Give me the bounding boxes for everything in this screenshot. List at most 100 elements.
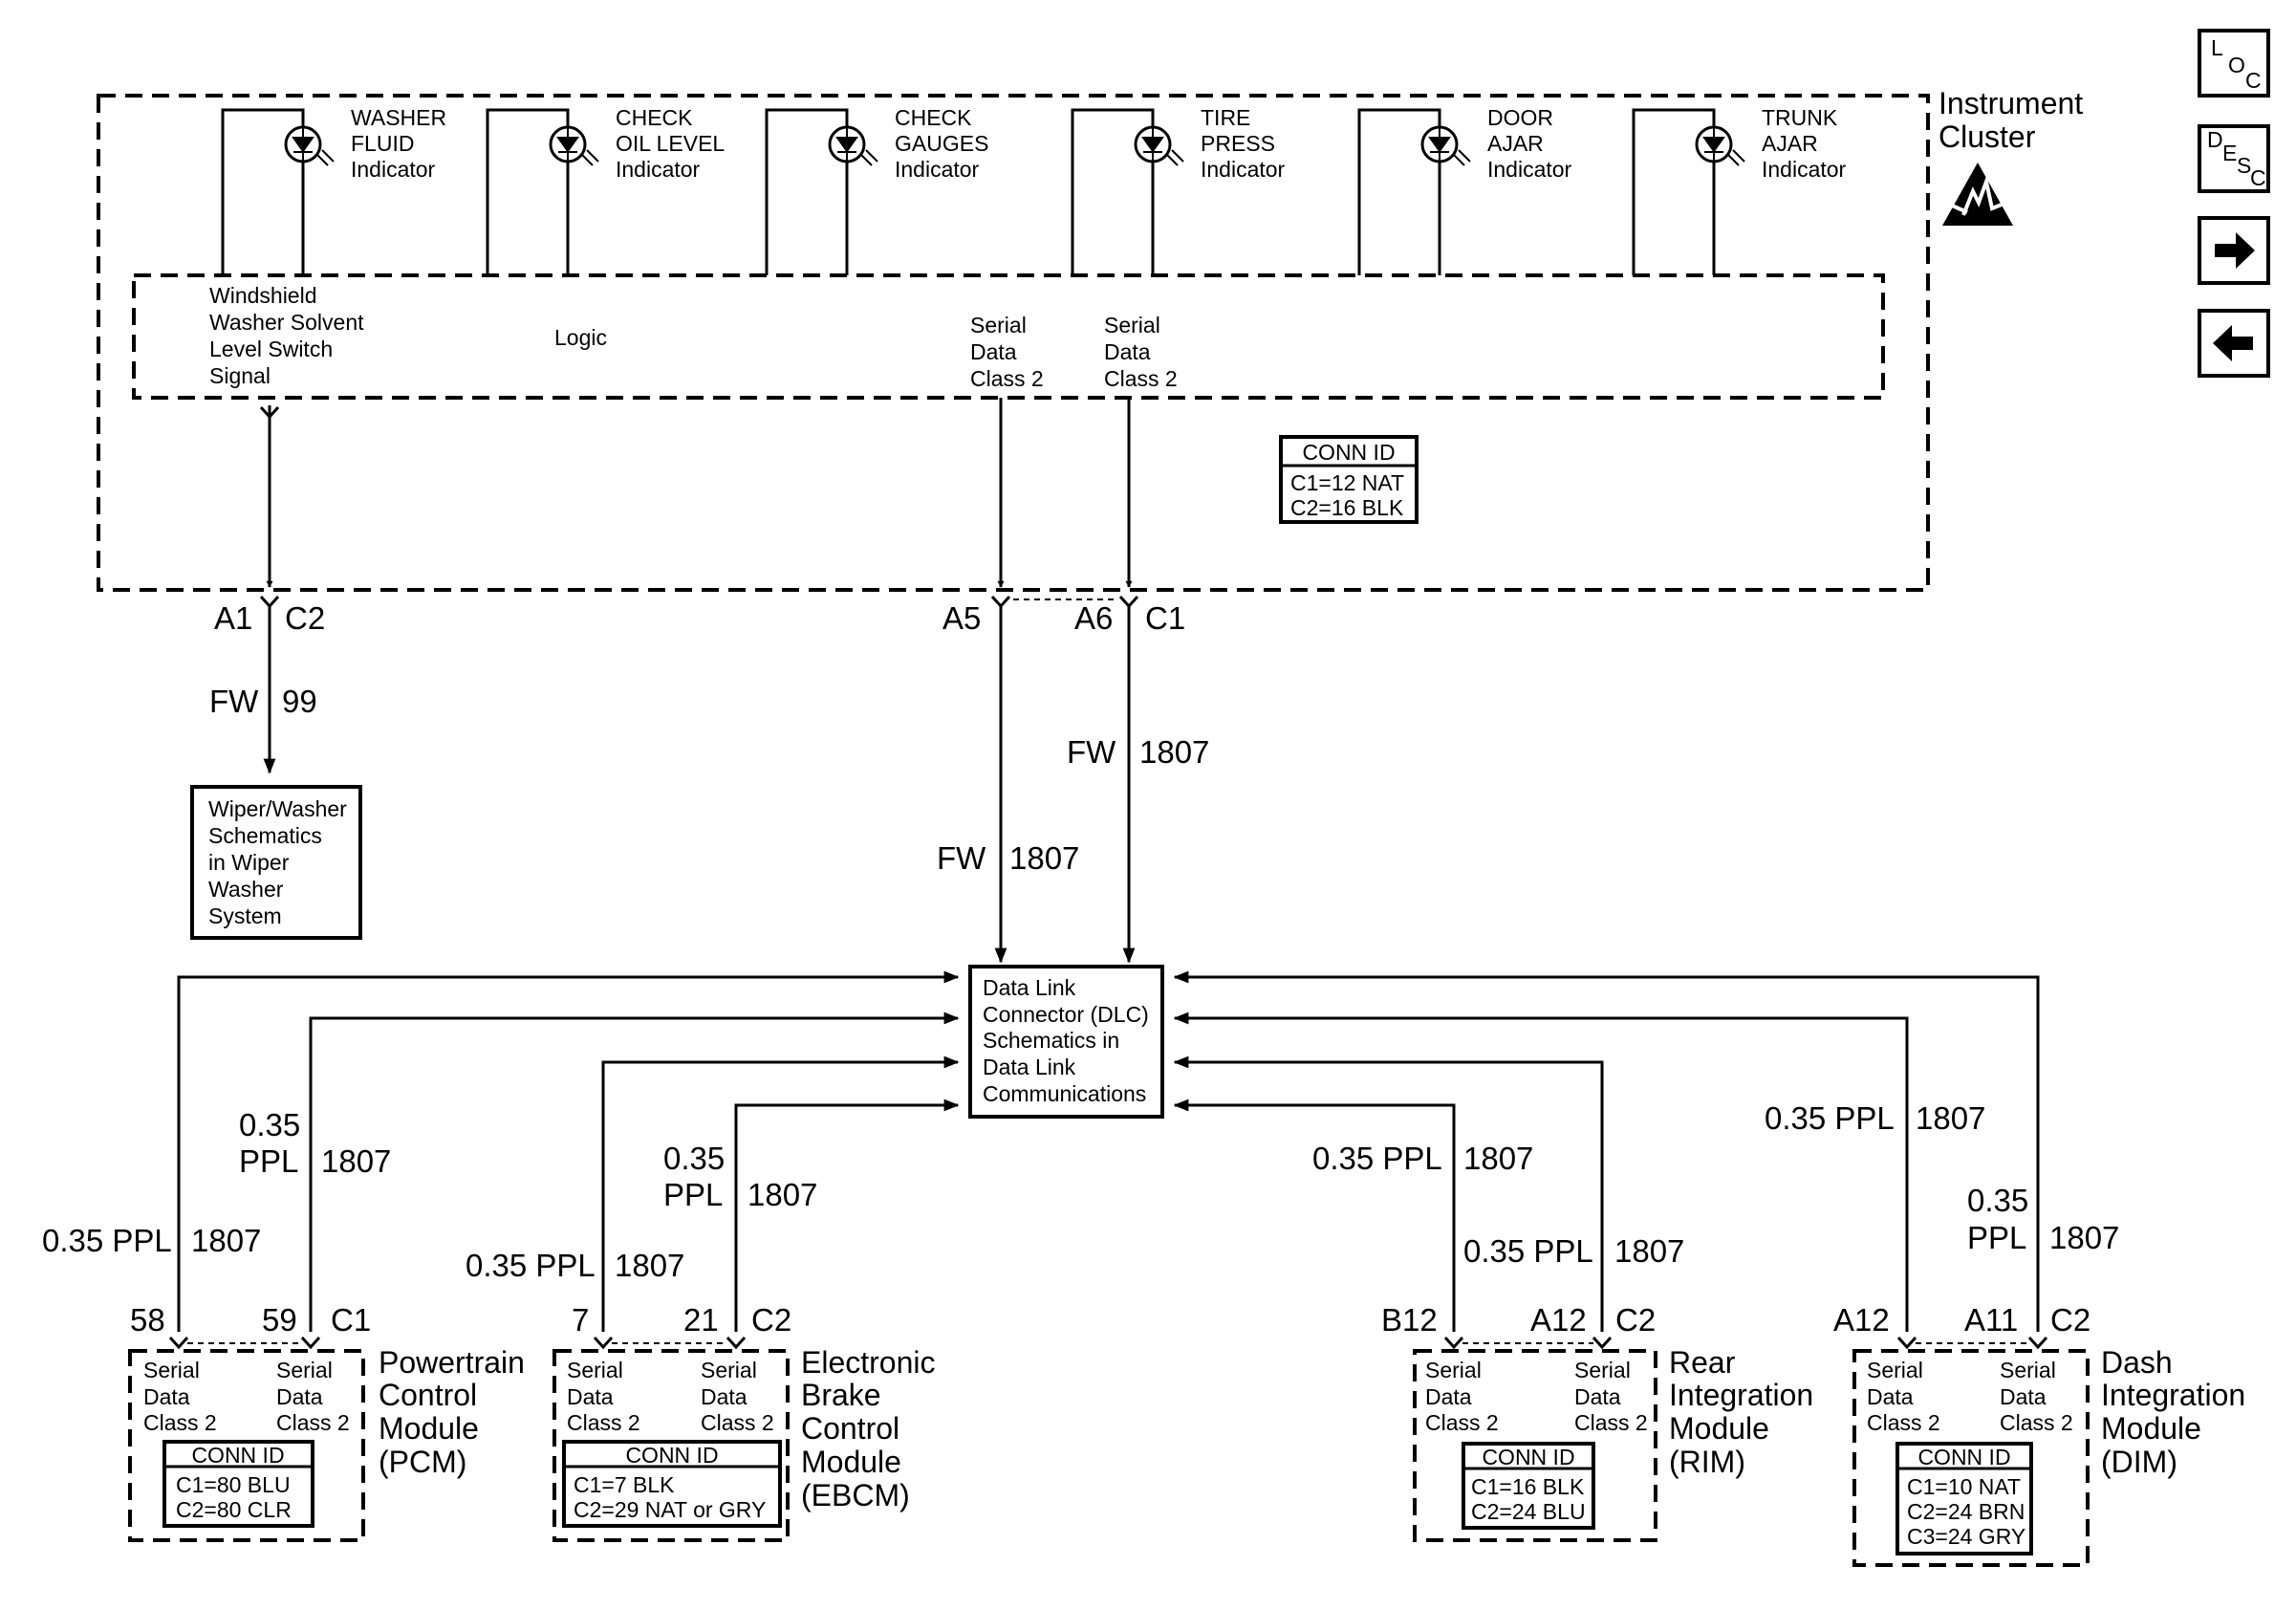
- serial-data-label: Serial: [2000, 1358, 2056, 1382]
- ebcm-left-wire-circuit: 1807: [615, 1248, 684, 1283]
- conn-id-line: C1=16 BLK: [1471, 1474, 1585, 1499]
- desc-letter-c: C: [2250, 165, 2266, 190]
- serial-data-label: Serial: [567, 1358, 623, 1382]
- desc-letter-d: D: [2207, 127, 2223, 152]
- serial-data-label: Class 2: [2000, 1410, 2073, 1435]
- wire-circuit-label: 99: [282, 684, 317, 719]
- indicator-label: PRESS: [1201, 131, 1275, 156]
- wiper-ref-text: Wiper/Washer: [208, 796, 347, 821]
- dim-module-name: Integration: [2101, 1378, 2245, 1412]
- rim-right-wire-size: 0.35 PPL: [1463, 1233, 1593, 1269]
- serial-data-label: Data: [2000, 1384, 2047, 1409]
- indicator-label: CHECK: [616, 105, 693, 130]
- indicator-label: AJAR: [1487, 131, 1544, 156]
- pin-label: A12: [1530, 1302, 1587, 1338]
- ebcm-right-wire: [734, 1099, 960, 1332]
- dim-left-wire-circuit: 1807: [1916, 1100, 1985, 1136]
- conn-id-title: CONN ID: [191, 1443, 284, 1468]
- serial-data-label-a6: Serial: [1104, 313, 1160, 337]
- led-indicator-icon: [828, 125, 878, 166]
- indicator-label: GAUGES: [895, 131, 988, 156]
- dim-right-wire: [1173, 970, 2040, 1332]
- indicator-label: TRUNK: [1762, 105, 1838, 130]
- wire-circuit-label: 1807: [1139, 734, 1209, 770]
- pcm-module-name: Module: [379, 1411, 479, 1446]
- pin-label: 7: [572, 1302, 589, 1338]
- arrow-left-icon: [2213, 325, 2253, 361]
- serial-data-label-a5: Data: [970, 339, 1017, 364]
- serial-data-label: Data: [1867, 1384, 1914, 1409]
- serial-data-label: Data: [701, 1384, 747, 1409]
- rim-module-name: Integration: [1669, 1378, 1813, 1412]
- pcm-module-name: (PCM): [379, 1445, 466, 1479]
- indicator-label: AJAR: [1762, 131, 1818, 156]
- indicator-label: DOOR: [1487, 105, 1553, 130]
- rim-module-name: (RIM): [1669, 1445, 1745, 1479]
- led-indicator-icon: [1695, 125, 1745, 166]
- conn-id-line: C1=7 BLK: [574, 1472, 675, 1497]
- washer-signal-label: Windshield: [209, 283, 317, 308]
- instrument-cluster: Instrument Cluster WASHERFLUIDIndicatorC…: [97, 86, 2083, 592]
- connector-a1: A1 C2: [214, 595, 325, 636]
- ebcm-module: 7 21 C2 Serial Data Class 2 Serial Data …: [552, 1302, 936, 1542]
- washer-signal-label: Signal: [209, 363, 271, 388]
- serial-data-label: Data: [567, 1384, 614, 1409]
- indicator-label: CHECK: [895, 105, 972, 130]
- dim-module: A12 A11 C2 Serial Data Class 2 Serial Da…: [1833, 1302, 2245, 1567]
- serial-data-label-a6: Data: [1104, 339, 1151, 364]
- loc-letter-c: C: [2245, 68, 2262, 93]
- conn-id-line: C2=16 BLK: [1290, 495, 1404, 520]
- dlc-ref-text: Data Link: [983, 1055, 1076, 1079]
- pin-label-a1: A1: [214, 600, 252, 636]
- pcm-right-wire: [309, 1012, 960, 1332]
- serial-data-label: Data: [1574, 1384, 1621, 1409]
- serial-data-label: Class 2: [1574, 1410, 1648, 1435]
- wire-color-label: FW: [937, 840, 986, 876]
- indicator-label: Indicator: [616, 157, 701, 182]
- pin-label: 59: [262, 1302, 297, 1338]
- dim-module-name: (DIM): [2101, 1445, 2177, 1479]
- serial-data-label: Class 2: [1867, 1410, 1940, 1435]
- ebcm-module-name: Control: [801, 1411, 899, 1446]
- pcm-conn-id-table: CONN ID C1=80 BLU C2=80 CLR: [162, 1440, 314, 1528]
- loc-button[interactable]: L O C: [2198, 29, 2270, 98]
- serial-data-label: Serial: [701, 1358, 757, 1382]
- serial-data-label: Data: [143, 1384, 190, 1409]
- wire-circuit-label: 1807: [1009, 840, 1079, 876]
- pcm-right-wire-size: 0.35: [239, 1107, 300, 1142]
- desc-button[interactable]: D E S C: [2198, 124, 2270, 193]
- next-page-button[interactable]: [2198, 216, 2270, 285]
- conn-id-title: CONN ID: [1302, 440, 1395, 465]
- led-indicator-icon: [549, 125, 599, 166]
- indicator-label: Indicator: [351, 157, 436, 182]
- dlc-ref-box[interactable]: Data Link Connector (DLC) Schematics in …: [968, 965, 1164, 1119]
- wiper-ref-text: in Wiper: [208, 850, 290, 875]
- serial-data-label: Serial: [1867, 1358, 1923, 1382]
- esd-sensitive-warning-icon: [1942, 163, 2013, 226]
- dlc-ref-text: Communications: [983, 1081, 1146, 1106]
- rim-right-wire-circuit: 1807: [1614, 1233, 1684, 1269]
- ebcm-module-name: Brake: [801, 1378, 881, 1412]
- rim-module: B12 A12 C2 Serial Data Class 2 Serial Da…: [1381, 1302, 1813, 1542]
- serial-data-label-a5: Serial: [970, 313, 1027, 337]
- conn-id-line: C3=24 GRY: [1907, 1524, 2025, 1549]
- led-indicator-icon: [1134, 125, 1184, 166]
- prev-page-button[interactable]: [2198, 309, 2270, 378]
- loc-letter-l: L: [2211, 35, 2223, 60]
- connector-label: C2: [751, 1302, 791, 1338]
- wiper-washer-ref-box[interactable]: Wiper/Washer Schematics in Wiper Washer …: [190, 785, 362, 940]
- ebcm-left-wire: [601, 1055, 960, 1332]
- serial-data-label: Class 2: [276, 1410, 350, 1435]
- desc-letter-s: S: [2237, 153, 2251, 178]
- ebcm-module-name: (EBCM): [801, 1478, 910, 1512]
- dim-module-name: Dash: [2101, 1345, 2173, 1380]
- rim-module-name: Module: [1669, 1411, 1769, 1446]
- pin-label: A11: [1964, 1302, 2018, 1338]
- rim-left-wire-circuit: 1807: [1463, 1141, 1533, 1176]
- conn-id-title: CONN ID: [1482, 1445, 1574, 1469]
- pin-label: 21: [683, 1302, 719, 1338]
